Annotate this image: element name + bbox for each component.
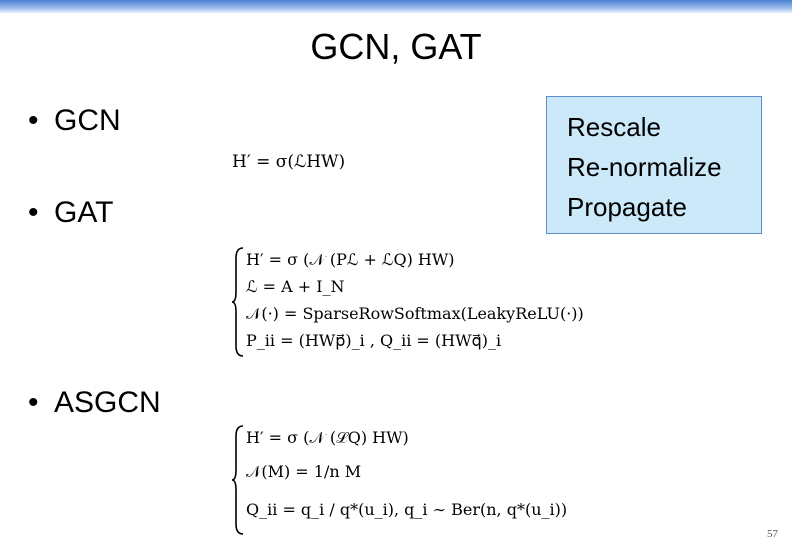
gat-equation-system: H′ = σ (𝒩 (Pℒ + ℒQ) HW) ℒ = A + I_N 𝒩(·)… xyxy=(232,246,612,358)
left-brace-icon xyxy=(232,425,244,535)
asgcn-line-2: 𝒩(M) = 1/n M xyxy=(246,462,362,481)
bullet-gat: • GAT xyxy=(28,196,113,230)
callout-item-renormalize: Re-normalize xyxy=(567,152,722,182)
callout-item-propagate: Propagate xyxy=(567,192,687,222)
bullet-dot: • xyxy=(28,196,39,229)
gcn-equation: H′ = σ(ℒHW) xyxy=(232,152,346,172)
asgcn-equation-system: H′ = σ (𝒩 (ℒQ) HW) 𝒩(M) = 1/n M Q_ii = q… xyxy=(232,424,567,536)
bullet-asgcn: • ASGCN xyxy=(28,386,161,420)
gat-line-4: P_ii = (HWp⃗)_i , Q_ii = (HWq⃗)_i xyxy=(246,331,502,350)
bullet-gcn: • GCN xyxy=(28,104,121,138)
callout-item-rescale: Rescale xyxy=(567,112,661,142)
bullet-label: GAT xyxy=(54,196,114,229)
bullet-label: GCN xyxy=(54,104,121,137)
slide-title: GCN, GAT xyxy=(310,26,482,67)
asgcn-line-1: H′ = σ (𝒩 (ℒQ) HW) xyxy=(246,428,409,447)
gat-line-3: 𝒩(·) = SparseRowSoftmax(LeakyReLU(·)) xyxy=(246,304,584,323)
bullet-dot: • xyxy=(28,104,39,137)
page-number: 57 xyxy=(767,528,778,540)
asgcn-line-3: Q_ii = q_i / q*(u_i), q_i ∼ Ber(n, q*(u_… xyxy=(246,500,568,519)
left-brace-icon xyxy=(232,247,244,357)
top-banner xyxy=(0,0,792,14)
bullet-label: ASGCN xyxy=(54,386,161,419)
bullet-dot: • xyxy=(28,386,39,419)
callout-box: Rescale Re-normalize Propagate xyxy=(546,96,762,234)
gat-line-1: H′ = σ (𝒩 (Pℒ + ℒQ) HW) xyxy=(246,250,455,269)
gat-line-2: ℒ = A + I_N xyxy=(246,277,345,296)
